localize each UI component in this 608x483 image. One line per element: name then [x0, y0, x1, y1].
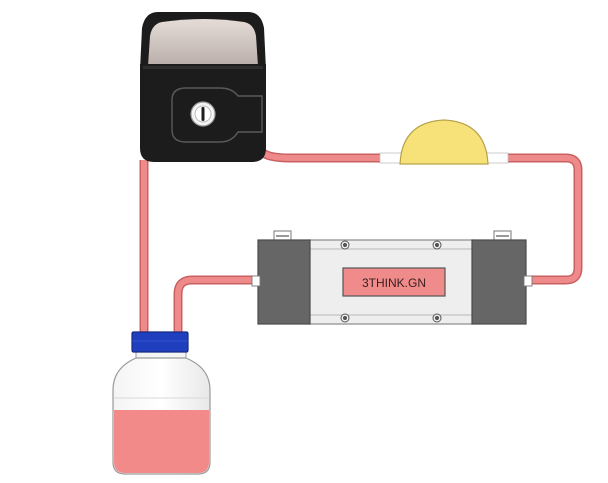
- bottle-liquid: [114, 410, 209, 473]
- fitting-right: [485, 152, 509, 164]
- fitting-left: [379, 152, 403, 164]
- cell-end-left: [257, 239, 311, 325]
- bubble-dome: [399, 119, 489, 165]
- flow-cell: 3THINK.GN: [251, 230, 533, 325]
- device-label: 3THINK.GN: [362, 276, 426, 290]
- bubble-trap: [379, 119, 509, 165]
- cell-screws: [340, 240, 442, 323]
- tube-cell-to-bottle: [173, 275, 255, 335]
- cell-port-right: [523, 275, 533, 287]
- peristaltic-pump[interactable]: [140, 12, 266, 162]
- cell-window: [342, 267, 446, 297]
- bottle-cap: [131, 331, 189, 353]
- reservoir-bottle: [112, 331, 211, 475]
- pump-knob[interactable]: [190, 101, 216, 127]
- pump-rotor-housing: [171, 87, 263, 143]
- cell-end-right: [471, 239, 527, 325]
- cell-port-left: [251, 275, 261, 287]
